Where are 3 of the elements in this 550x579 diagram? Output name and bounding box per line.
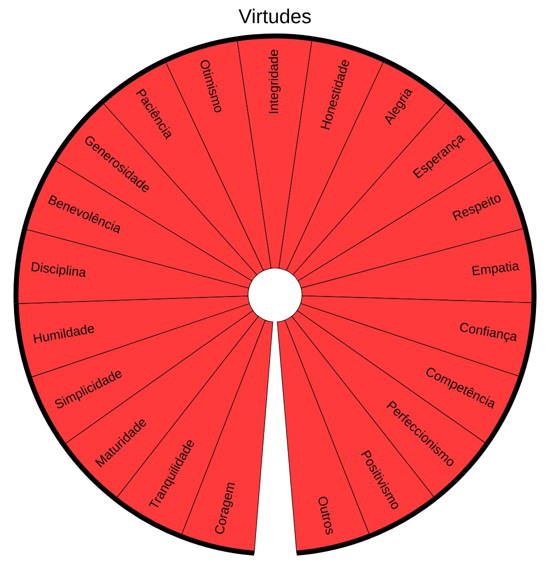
- title: Virtudes: [238, 8, 311, 24]
- wheel-segment: Empatia: [300, 227, 536, 304]
- wheel-segment: Integridade: [236, 34, 312, 269]
